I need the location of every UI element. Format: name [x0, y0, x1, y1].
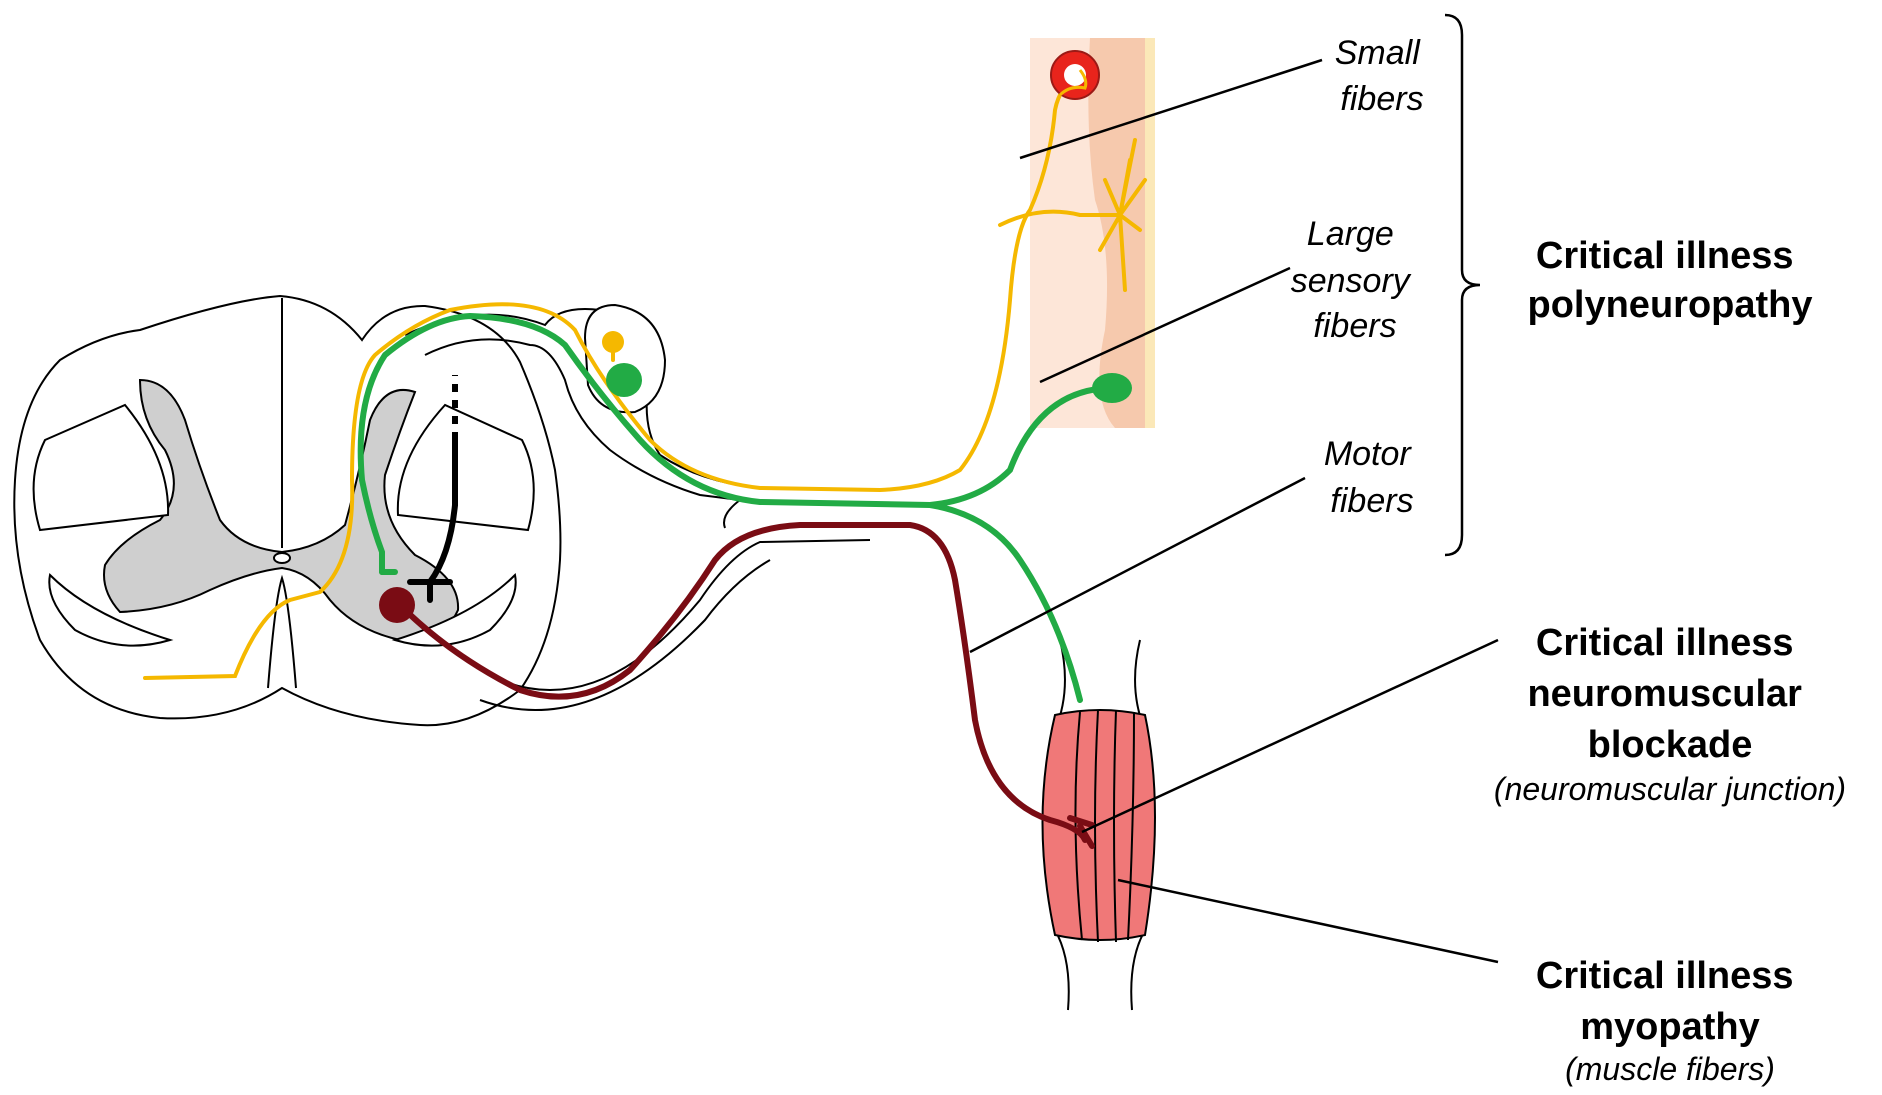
skin-section [1030, 38, 1155, 428]
spinal-cord-cross-section [14, 296, 560, 725]
nm-blockade-label: Critical illness neuromuscular blockade [1527, 622, 1812, 766]
large-fiber-receptor [1092, 373, 1132, 403]
myopathy-label: Critical illness myopathy [1536, 955, 1804, 1048]
small-fiber-ganglion-cell [602, 331, 624, 353]
polyneuropathy-label: Critical illness polyneuropathy [1527, 235, 1812, 326]
motor-fibers-label: Motor fibers [1324, 435, 1420, 520]
polyneuropathy-bracket [1445, 15, 1480, 555]
nm-blockade-note: (neuromuscular junction) [1494, 771, 1846, 807]
large-fiber-ganglion-cell [606, 363, 642, 397]
myopathy-note: (muscle fibers) [1565, 1051, 1775, 1087]
large-fibers-label: Large sensory fibers [1291, 215, 1420, 345]
motor-neuron [379, 587, 415, 623]
small-fibers-label: Small fibers [1335, 34, 1429, 118]
central-canal [274, 553, 290, 563]
myopathy-leader [1118, 880, 1498, 962]
skin-surface [1145, 38, 1155, 428]
